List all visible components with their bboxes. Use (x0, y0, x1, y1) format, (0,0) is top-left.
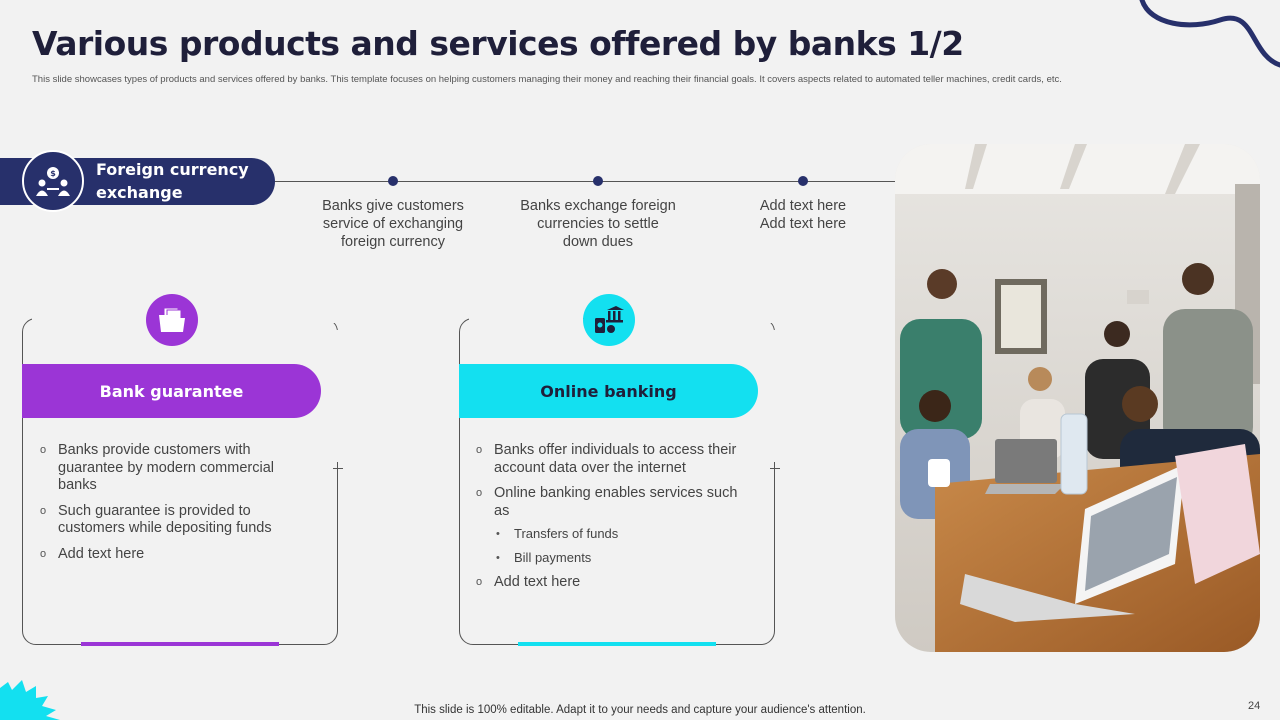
list-item: Such guarantee is provided to customers … (40, 503, 300, 538)
bank-guarantee-accent-bar (81, 642, 279, 646)
money-exchange-people-icon: $ (22, 150, 84, 212)
timeline-line (275, 181, 895, 182)
sub-list-item: Bill payments (494, 550, 746, 566)
page-title: Various products and services offered by… (32, 24, 964, 63)
page-number: 24 (1248, 700, 1261, 712)
card-frame-gap (330, 330, 342, 462)
card-frame-gap (634, 313, 784, 323)
online-banking-accent-bar (518, 642, 716, 646)
list-item: Add text here (40, 546, 300, 564)
online-banking-sublist: Transfers of funds Bill payments (494, 526, 746, 566)
card-frame-gap (469, 313, 583, 323)
timeline-dot (388, 176, 398, 186)
list-item: Banks offer individuals to access their … (476, 442, 746, 477)
online-banking-list: Banks offer individuals to access their … (476, 442, 746, 600)
card-frame-gap (32, 313, 147, 323)
bank-guarantee-header: Bank guarantee (22, 364, 321, 418)
card-frame-gap (767, 330, 779, 462)
timeline-text-3: Add text here Add text here (759, 198, 847, 232)
online-bank-icon (583, 294, 635, 346)
timeline-dot (798, 176, 808, 186)
card-frame-gap (197, 313, 347, 323)
list-item-text: Online banking enables services such as (494, 485, 738, 519)
folder-documents-icon (146, 294, 198, 346)
decorative-wave-curve (1139, 0, 1280, 68)
timeline-text-2: Banks exchange foreign currencies to set… (520, 198, 676, 250)
online-banking-header: Online banking (459, 364, 758, 418)
decorative-starburst (0, 680, 60, 720)
footer-note: This slide is 100% editable. Adapt it to… (414, 704, 866, 716)
timeline-dot (593, 176, 603, 186)
card-tick (770, 468, 780, 469)
page-subtitle: This slide showcases types of products a… (32, 74, 1062, 85)
list-item: Add text here (476, 574, 746, 592)
people-around-laptops-meeting-photo (895, 144, 1260, 652)
foreign-currency-label: Foreign currency exchange (96, 160, 249, 202)
bank-guarantee-list: Banks provide customers with guarantee b… (40, 442, 300, 571)
timeline-text-1: Banks give customers service of exchangi… (322, 198, 464, 250)
list-item: Online banking enables services such as … (476, 485, 746, 566)
sub-list-item: Transfers of funds (494, 526, 746, 542)
list-item: Banks provide customers with guarantee b… (40, 442, 300, 495)
svg-text:$: $ (50, 169, 56, 178)
card-tick (333, 468, 343, 469)
